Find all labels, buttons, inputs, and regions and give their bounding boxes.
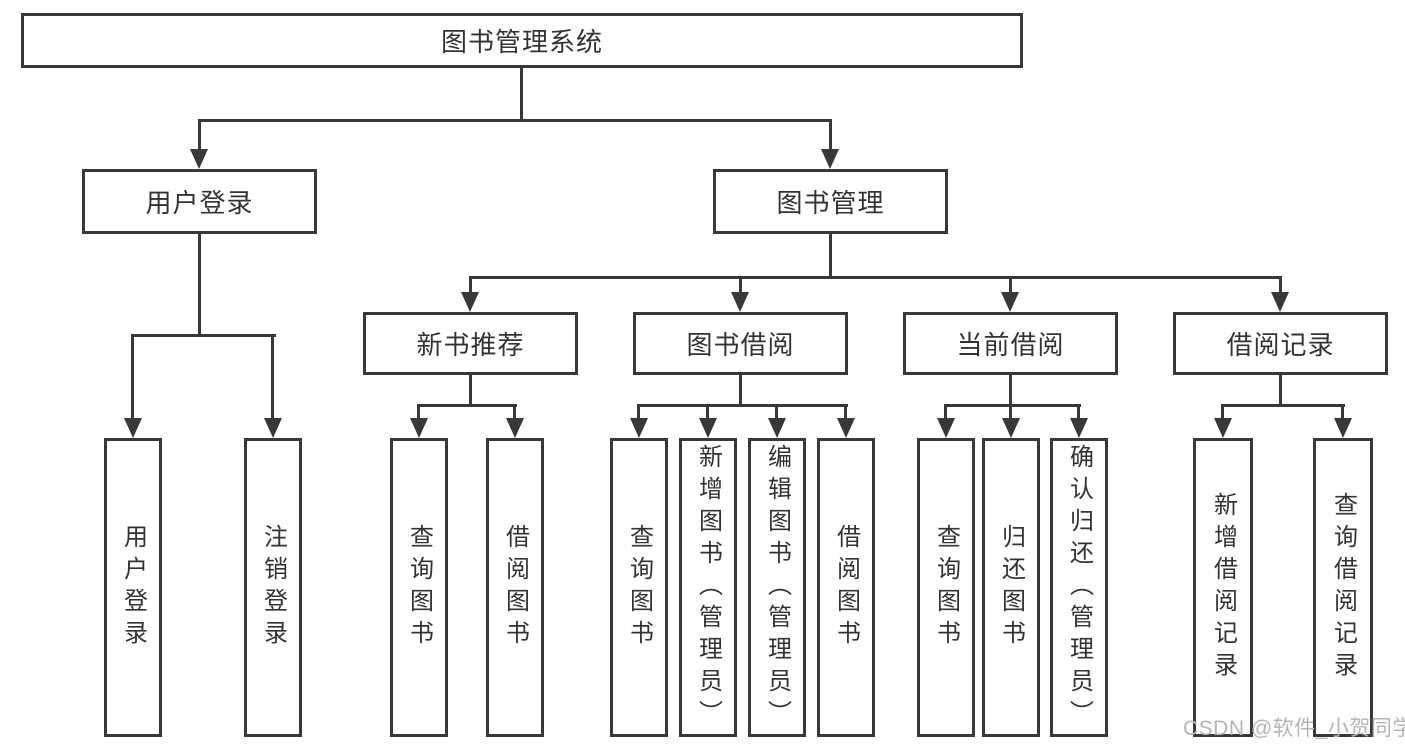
leaf-query-borrow-record: 查询借阅记录	[1313, 438, 1373, 737]
node-new-book-recommend: 新书推荐	[363, 312, 578, 375]
node-label: 新增借阅记录	[1209, 491, 1237, 684]
arrow-down-icon	[731, 292, 749, 312]
connector-line	[739, 276, 742, 294]
connector-line	[198, 119, 201, 151]
leaf-borrow-books-borrowing: 借阅图书	[817, 438, 875, 737]
node-book-management: 图书管理	[713, 169, 948, 234]
arrow-down-icon	[837, 418, 855, 438]
connector-line	[198, 119, 832, 122]
node-label: 用户登录	[145, 188, 254, 218]
node-label: 编辑图书（管理员）	[763, 443, 791, 732]
node-label: 借阅记录	[1226, 330, 1335, 360]
connector-line	[469, 276, 472, 294]
node-library-system: 图书管理系统	[21, 13, 1023, 68]
connector-line	[844, 404, 847, 419]
connector-line	[829, 234, 832, 279]
arrow-down-icon	[768, 418, 786, 438]
connector-line	[637, 404, 848, 407]
node-label: 注销登录	[259, 523, 287, 652]
arrow-down-icon	[1214, 418, 1232, 438]
node-label: 借阅图书	[501, 523, 529, 652]
arrow-down-icon	[410, 418, 428, 438]
connector-line	[775, 404, 778, 419]
connector-line	[1341, 404, 1344, 419]
node-label: 归还图书	[997, 523, 1025, 652]
node-label: 当前借阅	[956, 330, 1065, 360]
connector-line	[417, 404, 420, 419]
connector-line	[198, 234, 201, 337]
connector-line	[271, 334, 274, 420]
leaf-user-login: 用户登录	[104, 438, 162, 737]
leaf-edit-book-admin: 编辑图书（管理员）	[748, 438, 806, 737]
arrow-down-icon	[1001, 292, 1019, 312]
connector-line	[1279, 375, 1282, 407]
node-label: 查询借阅记录	[1329, 491, 1357, 684]
node-borrowing-records: 借阅记录	[1173, 312, 1388, 375]
connector-line	[829, 119, 832, 151]
connector-line	[1279, 276, 1282, 294]
arrow-down-icon	[821, 149, 839, 169]
arrow-down-icon	[264, 418, 282, 438]
connector-line	[513, 404, 516, 419]
node-current-borrowing: 当前借阅	[903, 312, 1118, 375]
connector-line	[944, 404, 1081, 407]
node-label: 图书管理系统	[440, 27, 603, 57]
connector-line	[469, 375, 472, 407]
leaf-query-books-borrowing: 查询图书	[610, 438, 668, 737]
connector-line	[637, 404, 640, 419]
leaf-confirm-return-admin: 确认归还（管理员）	[1050, 438, 1108, 737]
connector-line	[1221, 404, 1224, 419]
leaf-query-books-recommend: 查询图书	[390, 438, 448, 737]
node-book-borrowing: 图书借阅	[633, 312, 848, 375]
connector-line	[706, 404, 709, 419]
connector-line	[1009, 276, 1012, 294]
connector-line	[417, 404, 517, 407]
connector-line	[469, 276, 1282, 279]
arrow-down-icon	[1002, 418, 1020, 438]
connector-line	[131, 334, 134, 420]
node-label: 图书借阅	[686, 330, 795, 360]
node-user-login: 用户登录	[82, 169, 317, 234]
node-label: 查询图书	[405, 523, 433, 652]
connector-line	[739, 375, 742, 407]
node-label: 新书推荐	[416, 330, 525, 360]
arrow-down-icon	[190, 149, 208, 169]
node-label: 查询图书	[932, 523, 960, 652]
node-label: 借阅图书	[832, 523, 860, 652]
leaf-return-book: 归还图书	[982, 438, 1040, 737]
connector-line	[1009, 404, 1012, 419]
connector-line	[131, 334, 276, 337]
leaf-add-borrow-record: 新增借阅记录	[1193, 438, 1253, 737]
arrow-down-icon	[1334, 418, 1352, 438]
arrow-down-icon	[461, 292, 479, 312]
arrow-down-icon	[1070, 418, 1088, 438]
connector-line	[1077, 404, 1080, 419]
arrow-down-icon	[124, 418, 142, 438]
connector-line	[1009, 375, 1012, 407]
arrow-down-icon	[937, 418, 955, 438]
leaf-borrow-books-recommend: 借阅图书	[486, 438, 544, 737]
node-label: 新增图书（管理员）	[694, 443, 722, 732]
connector-line	[944, 404, 947, 419]
watermark: CSDN @软件_小贺同学	[1183, 717, 1405, 740]
node-label: 查询图书	[625, 523, 653, 652]
node-label: 图书管理	[776, 188, 885, 218]
connector-line	[520, 68, 523, 121]
leaf-query-books-current: 查询图书	[917, 438, 975, 737]
node-label: 确认归还（管理员）	[1065, 443, 1093, 732]
arrow-down-icon	[1271, 292, 1289, 312]
leaf-add-book-admin: 新增图书（管理员）	[679, 438, 737, 737]
arrow-down-icon	[630, 418, 648, 438]
leaf-logout: 注销登录	[244, 438, 302, 737]
node-label: 用户登录	[119, 523, 147, 652]
connector-line	[1221, 404, 1345, 407]
arrow-down-icon	[506, 418, 524, 438]
arrow-down-icon	[699, 418, 717, 438]
